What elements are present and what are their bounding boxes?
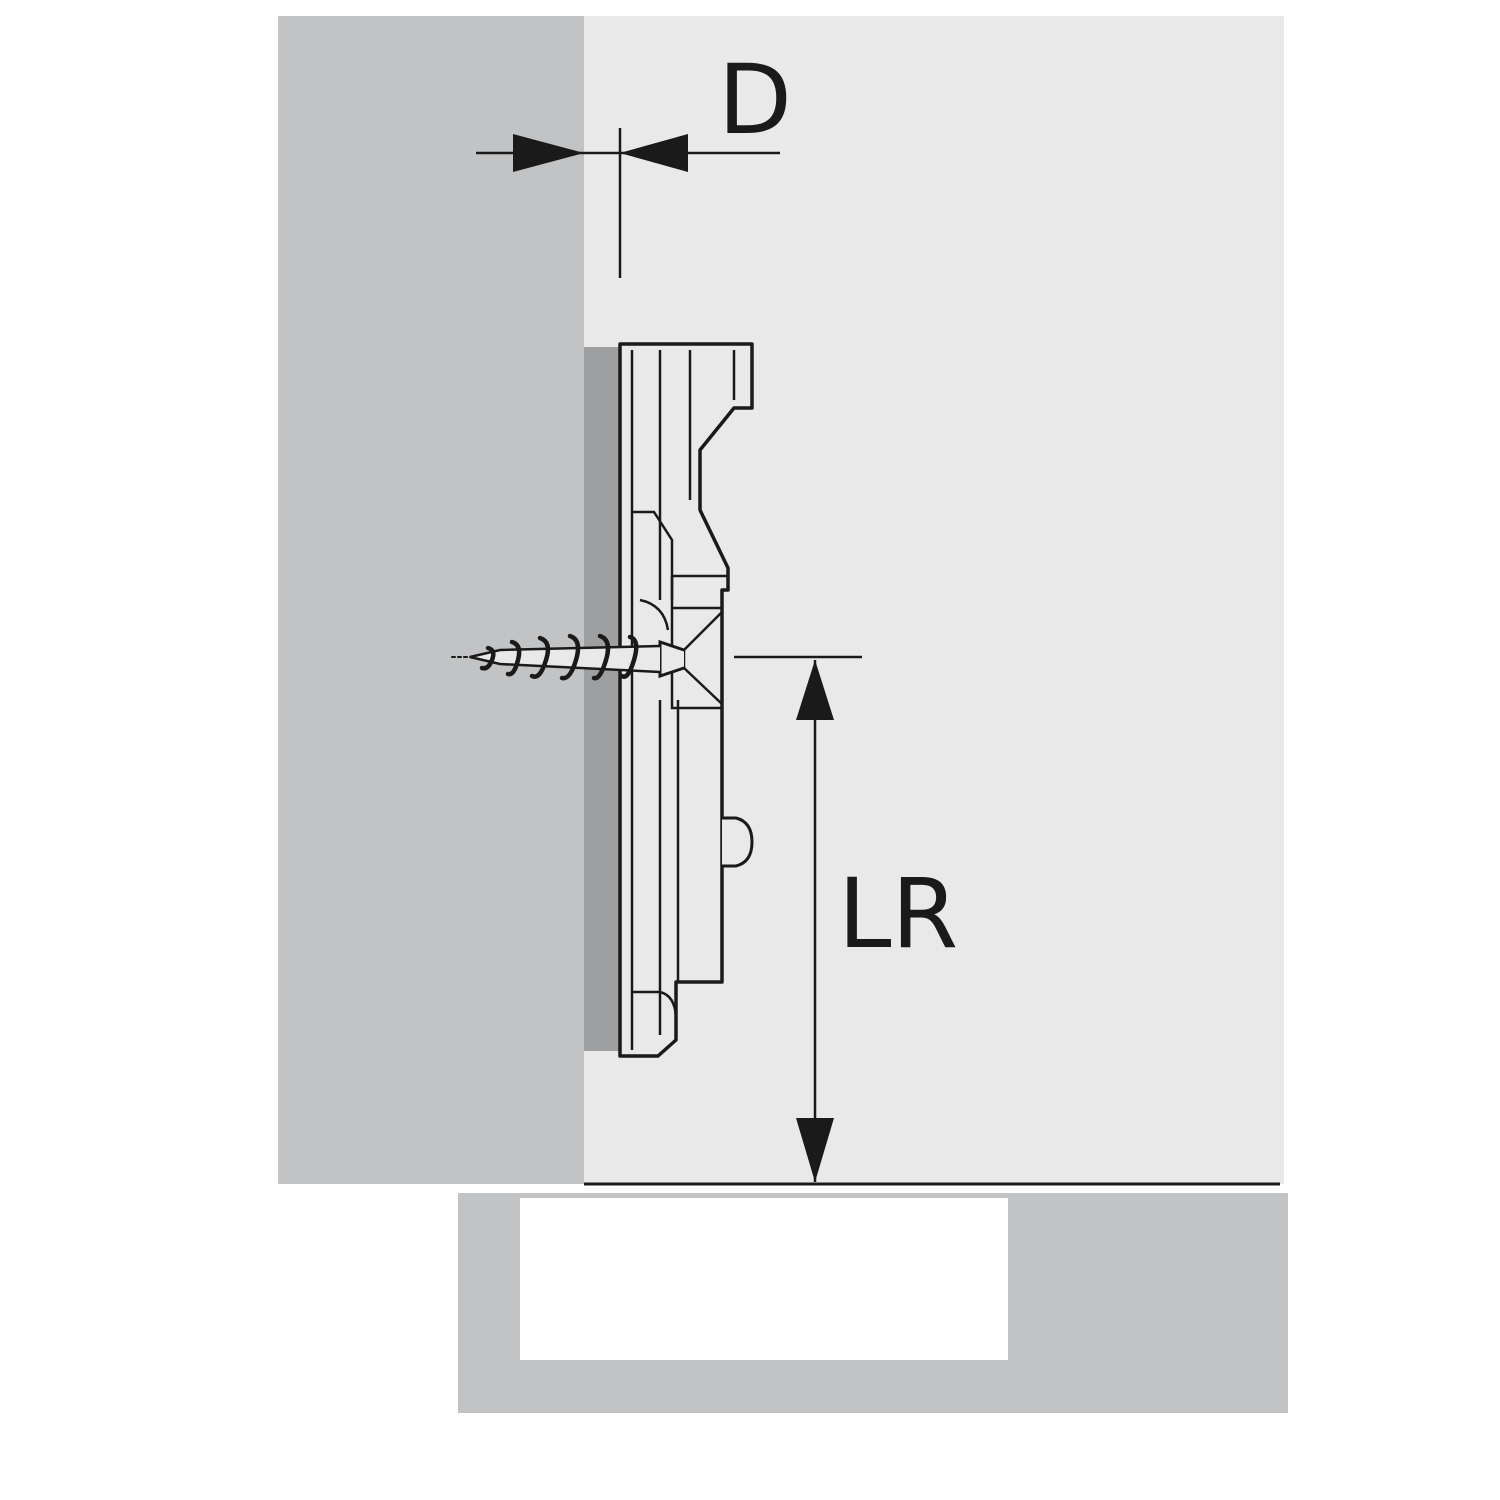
depth-arrow-right (620, 134, 688, 172)
length-arrow-bottom (796, 1118, 834, 1182)
plate-bottom-detail (632, 990, 678, 1021)
plate-slope-contour (632, 510, 674, 600)
wood-screw (451, 633, 686, 681)
length-label: LR (838, 858, 958, 970)
screw-seat (670, 574, 728, 710)
screw-seat-arc (639, 598, 670, 631)
length-arrow-top (796, 660, 834, 720)
length-dimension: LR (734, 655, 958, 1182)
screw-threads (479, 633, 639, 681)
mounting-plate (584, 342, 754, 1058)
depth-dimension: D (476, 44, 792, 278)
depth-label: D (718, 44, 792, 156)
plate-nub (722, 816, 754, 868)
cabinet-side-panel (278, 16, 584, 1184)
depth-arrow-left (513, 134, 584, 172)
plate-shadow (584, 347, 620, 1051)
plate-body (618, 342, 754, 1058)
door-cutout (520, 1198, 1008, 1360)
